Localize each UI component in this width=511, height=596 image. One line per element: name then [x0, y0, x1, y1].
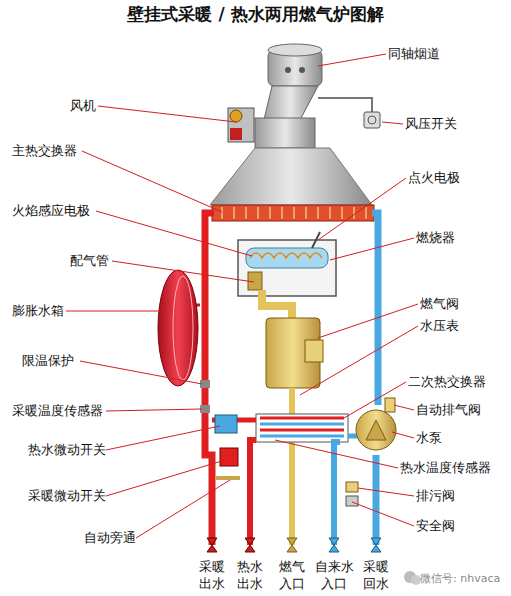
part-label: 风机: [70, 98, 96, 114]
port-label: 采暖 出水: [199, 558, 225, 592]
part-label: 限温保护: [22, 353, 74, 369]
watermark: 微信号: nhvaca: [420, 571, 500, 586]
part-label: 水泵: [416, 430, 442, 446]
port-label: 自来水 入口: [315, 558, 354, 592]
part-label: 同轴烟道: [388, 46, 440, 62]
part-label: 安全阀: [416, 518, 455, 534]
part-label: 排污阀: [416, 488, 455, 504]
part-label: 采暖温度传感器: [12, 403, 103, 419]
part-label: 火焰感应电极: [12, 203, 90, 219]
part-label: 水压表: [420, 318, 459, 334]
part-label: 膨胀水箱: [12, 303, 64, 319]
part-label: 主热交换器: [12, 143, 77, 159]
diagram-title: 壁挂式采暖 / 热水两用燃气炉图解: [0, 3, 511, 26]
part-label: 采暖微动开关: [28, 488, 106, 504]
port-label: 热水 出水: [237, 558, 263, 592]
part-label: 点火电极: [408, 170, 460, 186]
part-label: 风压开关: [405, 116, 457, 132]
part-label: 自动排气阀: [416, 402, 481, 418]
part-label: 热水温度传感器: [400, 460, 491, 476]
port-label: 采暖 回水: [363, 558, 389, 592]
port-label: 燃气 入口: [279, 558, 305, 592]
part-label: 自动旁通: [84, 530, 136, 546]
part-label: 热水微动开关: [28, 442, 106, 458]
part-label: 燃气阀: [420, 296, 459, 312]
part-label: 二次热交换器: [408, 374, 486, 390]
part-label: 配气管: [70, 253, 109, 269]
part-label: 燃烧器: [416, 230, 455, 246]
